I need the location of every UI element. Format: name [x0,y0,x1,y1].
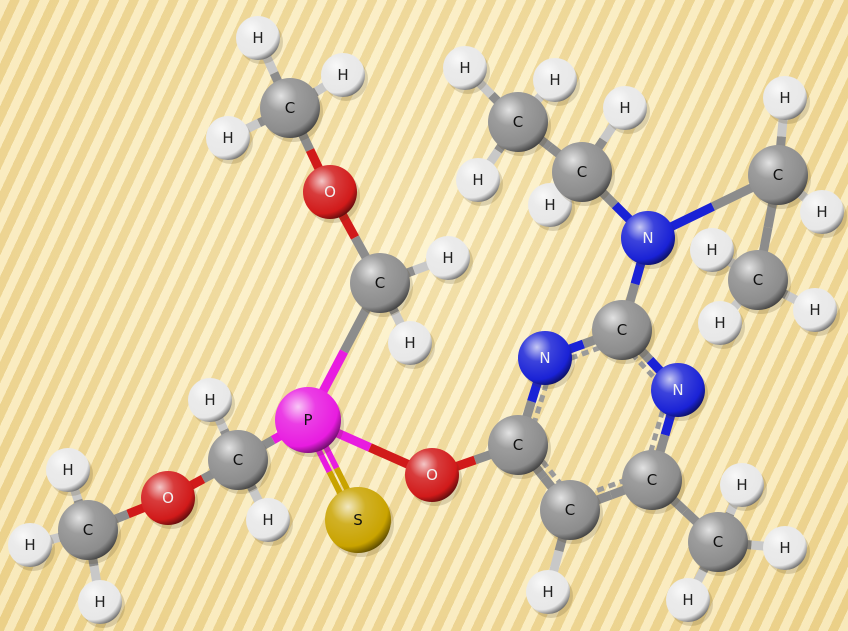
atom-o1: O [303,165,360,223]
atom-c3: C [208,430,271,494]
atom-h12a: H [763,76,810,124]
atom-h3a: H [188,378,235,426]
atom-h13c: H [793,288,840,336]
atom-n1: N [518,331,575,389]
atom-c6: C [592,300,655,364]
atom-h4b: H [8,523,55,571]
atom-c2: C [350,253,413,317]
atom-c13: C [728,250,791,314]
atom-c8: C [540,480,603,544]
atom-p: P [275,387,344,457]
atom-h9c: H [666,578,713,626]
atom-o2: O [405,448,462,506]
atom-h11c: H [456,158,503,206]
atom-s: S [325,487,394,557]
atom-c11: C [488,92,551,156]
atom-h12b: H [800,190,847,238]
atom-c5: C [488,415,551,479]
atom-h9a: H [720,463,767,511]
atom-h1c: H [206,116,253,164]
atom-c4: C [58,500,121,564]
atom-h4c: H [78,580,125,628]
atoms-layer: HHHHHHHHHHHHHHHHHHHHHHHHOOONNNCCCCCCCCCC… [8,16,847,628]
atom-h2b: H [388,321,435,369]
atom-c7: C [622,450,685,514]
atom-h1b: H [321,53,368,101]
atom-c12: C [748,145,811,209]
atom-h10b: H [528,183,575,231]
atom-c9: C [688,512,751,576]
atom-o3: O [141,471,198,529]
atom-n3: N [621,211,678,269]
atom-h1a: H [236,16,283,64]
atom-h4a: H [46,448,93,496]
atom-h2a: H [426,236,473,284]
atom-h11a: H [443,46,490,94]
atom-h9b: H [763,526,810,574]
atom-c1: C [260,78,323,142]
atom-h13a: H [690,228,737,276]
atom-h3b: H [246,498,293,546]
atom-n2: N [651,363,708,421]
atom-h8: H [526,570,573,618]
